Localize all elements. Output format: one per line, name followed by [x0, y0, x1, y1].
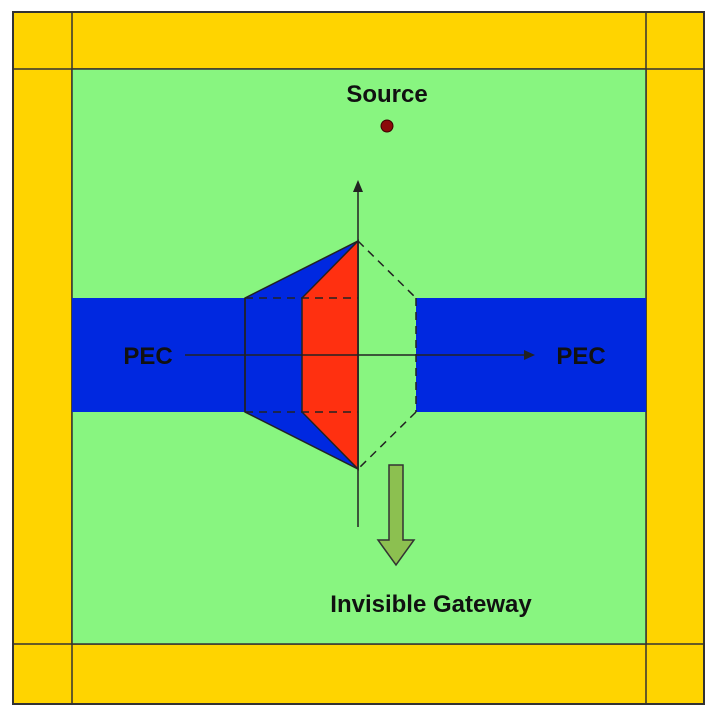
- gateway-label: Invisible Gateway: [330, 591, 532, 618]
- x-axis-arrowhead-icon: [524, 350, 535, 360]
- dot-icon: [380, 119, 394, 133]
- pec-right-label: PEC: [556, 343, 605, 370]
- down-arrow-icon: [376, 464, 416, 567]
- pec-left-label: PEC: [123, 343, 172, 370]
- y-axis-arrowhead-icon: [353, 180, 363, 192]
- source-label: Source: [346, 81, 427, 108]
